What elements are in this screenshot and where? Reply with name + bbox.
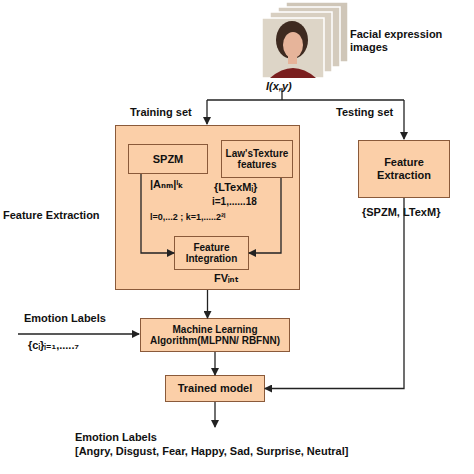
feature-extraction-group: Feature ExtractionSPZMLaw'sTexture featu… [115,125,300,290]
feature-symbol: |Aₙₘ|ˡₖ [150,178,183,191]
feature-symbol: {LTexMᵢ} [214,181,257,194]
group-heading: Feature Extraction [3,209,113,221]
node-text: Machine Learning Algorithm(MLPNN/ RBFNN) [141,323,289,348]
node-text: Law'sTexture features [222,147,292,172]
feature-vector: FVᵢₙₜ [214,272,239,285]
feature-symbol: {SPZM, LTexM} [362,206,440,219]
flow-arrow [265,198,404,389]
set-label: Testing set [336,106,393,119]
flow-arrow [207,290,208,318]
output-label: Emotion Labels [75,431,157,444]
node-text: SPZM [151,152,186,167]
index-range: i=1,......18 [212,196,257,208]
process-box: Trained model [165,375,265,402]
process-box: Machine Learning Algorithm(MLPNN/ RBFNN) [140,318,290,352]
image-caption: Facial expression images [350,28,470,54]
process-box: Feature Extraction [358,140,450,198]
label-input-arrow [18,333,139,334]
output-arrow [214,402,215,427]
input-label: Emotion Labels [24,312,106,325]
process-box: SPZM [128,144,208,174]
process-box: Law'sTexture features [221,140,293,178]
class-set: {cᵢ}ᵢ₌₁,.....₇ [28,339,79,352]
signal-name: I(x,y) [266,80,292,93]
node-text: Feature Integration [175,241,248,266]
flow-arrow [249,178,281,253]
image-stack [262,2,348,78]
index-range: l=0,...2 ; k=1,.....2²ˡ [150,212,225,223]
output-classes: [Angry, Disgust, Fear, Happy, Sad, Surpr… [75,445,395,458]
process-box: Feature Integration [174,236,249,270]
node-text: Feature Extraction [359,155,449,182]
flow-arrow [141,174,174,253]
set-label: Training set [130,106,192,119]
node-text: Trained model [176,381,255,396]
flow-arrow [214,352,215,375]
